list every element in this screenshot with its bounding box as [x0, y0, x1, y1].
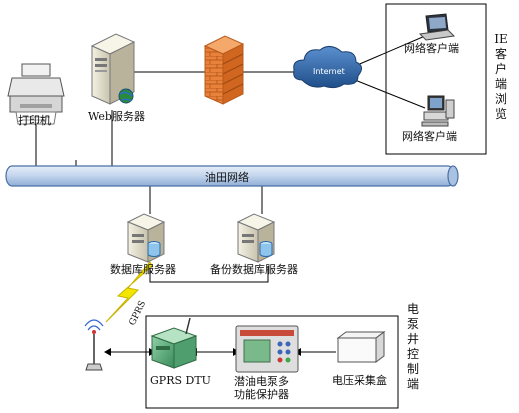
cloud-icon — [293, 46, 362, 89]
link-cloud-laptop — [354, 35, 426, 67]
voltage-box-label: 电压采集盒 — [332, 374, 387, 387]
database-server-icon — [126, 213, 166, 263]
web-server-label: Web服务器 — [88, 110, 145, 123]
printer-label: 打印机 — [18, 114, 51, 127]
protector-label-line1: 潜油电泵多 — [234, 375, 289, 388]
ie-client-side-label: IE客户端浏览 — [494, 32, 508, 121]
client-top-label: 网络客户端 — [404, 42, 459, 55]
gprs-link-label: GPRS — [128, 299, 148, 327]
desktop-computer-icon — [421, 95, 455, 127]
db-server-label: 数据库服务器 — [110, 263, 176, 276]
gprs-dtu-label: GPRS DTU — [150, 374, 211, 387]
firewall-icon — [203, 35, 245, 105]
antenna-icon — [84, 319, 104, 371]
laptop-icon — [418, 13, 456, 41]
client-bottom-label: 网络客户端 — [402, 130, 457, 143]
box-icon — [336, 331, 386, 363]
network-bus-label: 油田网络 — [205, 171, 249, 184]
ie-client-frame — [385, 3, 487, 155]
dtu-modem-icon — [150, 317, 198, 369]
link-cloud-desktop — [354, 79, 426, 109]
link-db-backup — [149, 264, 269, 283]
internet-label: Internet — [313, 67, 345, 76]
printer-icon — [7, 63, 65, 125]
pump-control-side-label: 电泵井控制端 — [406, 302, 419, 391]
web-server-icon — [90, 33, 136, 105]
network-bus — [5, 165, 459, 187]
backup-database-server-icon — [236, 213, 276, 263]
lightning-icon — [105, 261, 153, 323]
protector-label-line2: 功能保护器 — [234, 388, 289, 401]
backup-server-label: 备份数据库服务器 — [210, 263, 298, 276]
pump-control-frame — [145, 315, 399, 409]
protector-panel-icon — [235, 325, 299, 373]
connection-lines — [35, 35, 426, 353]
